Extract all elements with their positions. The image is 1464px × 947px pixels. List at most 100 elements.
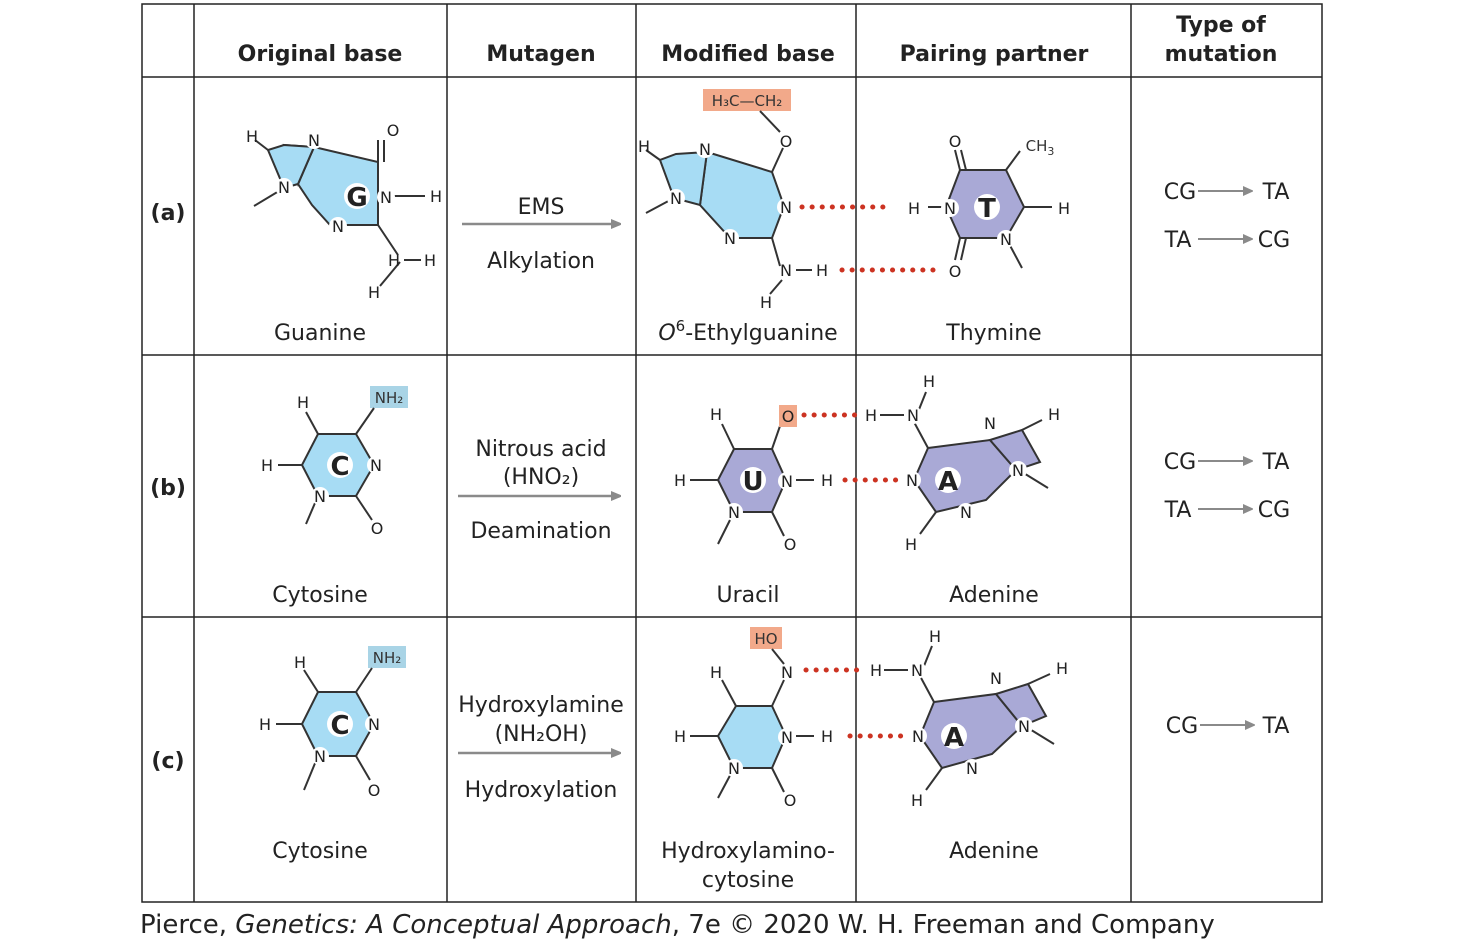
adenine-structure-c: N N N N N H H H H A	[870, 627, 1068, 810]
svg-text:N: N	[984, 414, 996, 433]
svg-text:N: N	[966, 759, 978, 778]
cytosine-letter-b: C	[330, 452, 349, 482]
mutation-b1-to: TA	[1262, 450, 1290, 475]
svg-text:H: H	[430, 187, 442, 206]
ethylguanine-structure: H₃C—CH₂ N N N N O H N H H	[638, 89, 828, 312]
cytosine-letter-c: C	[330, 711, 349, 741]
mutagen-process-c: Hydroxylation	[465, 778, 618, 803]
adenine-structure-b: N N N N N H H H H A	[865, 372, 1060, 554]
mutagen-process-a: Alkylation	[487, 249, 595, 274]
hydroxyl-group-label: HO	[754, 630, 777, 648]
svg-text:N: N	[1000, 230, 1012, 249]
original-base-c: Cytosine	[272, 839, 368, 864]
svg-text:H: H	[297, 393, 309, 412]
svg-text:N: N	[332, 217, 344, 236]
adenine-letter-b: A	[938, 467, 958, 497]
svg-text:O: O	[949, 132, 962, 151]
svg-text:O: O	[784, 535, 797, 554]
svg-text:H: H	[368, 283, 380, 302]
svg-text:N: N	[944, 199, 956, 218]
amine-group-c: NH₂	[373, 649, 402, 667]
mutation-c1-from: CG	[1166, 714, 1198, 739]
svg-text:H: H	[710, 405, 722, 424]
header-original-base: Original base	[238, 42, 403, 67]
svg-text:H: H	[905, 535, 917, 554]
svg-text:H: H	[870, 661, 882, 680]
credit-author: Pierce,	[140, 910, 236, 940]
svg-text:O: O	[780, 132, 793, 151]
svg-text:H: H	[1058, 199, 1070, 218]
header-type-line1: Type of	[1176, 13, 1266, 38]
mutagen-formula-b: (HNO₂)	[503, 465, 579, 490]
credit-rest: , 7e © 2020 W. H. Freeman and Company	[671, 910, 1215, 940]
svg-text:N: N	[780, 198, 792, 217]
svg-text:N: N	[781, 472, 793, 491]
cytosine-structure-c: NH₂ N N H H O C	[259, 646, 406, 800]
uracil-letter: U	[742, 467, 763, 497]
svg-text:N: N	[990, 669, 1002, 688]
svg-text:O: O	[949, 262, 962, 281]
svg-text:O: O	[387, 121, 400, 140]
svg-text:H: H	[674, 727, 686, 746]
svg-text:H: H	[259, 715, 271, 734]
svg-text:O: O	[371, 519, 384, 538]
modified-base-b: Uracil	[717, 583, 780, 608]
svg-text:N: N	[911, 661, 923, 680]
partner-c: Adenine	[949, 839, 1039, 864]
cytosine-structure-b: NH₂ N N H H O C	[261, 386, 408, 538]
mutation-b2-from: TA	[1164, 498, 1192, 523]
svg-text:H: H	[923, 372, 935, 391]
uracil-oxygen-label: O	[782, 407, 795, 426]
svg-text:H: H	[294, 653, 306, 672]
row-label-b: (b)	[150, 476, 186, 501]
mutation-b1-from: CG	[1164, 450, 1196, 475]
svg-text:N: N	[699, 140, 711, 159]
modified-base-a-sup: 6	[676, 317, 686, 335]
mutagen-process-b: Deamination	[470, 519, 611, 544]
thymine-letter: T	[978, 194, 996, 224]
uracil-structure: O N N H H H O U	[674, 405, 833, 554]
svg-text:N: N	[728, 759, 740, 778]
svg-text:O: O	[784, 791, 797, 810]
ethyl-group-label: H₃C—CH₂	[712, 92, 783, 110]
modified-base-c-line1: Hydroxylamino-	[661, 839, 835, 864]
mutagen-name-b: Nitrous acid	[475, 437, 606, 462]
svg-text:N: N	[670, 189, 682, 208]
mutation-type-c: CG TA	[1166, 714, 1290, 739]
amine-group-b: NH₂	[375, 389, 404, 407]
mutation-a1-from: CG	[1164, 180, 1196, 205]
row-label-c: (c)	[151, 749, 184, 774]
svg-text:H: H	[821, 471, 833, 490]
svg-text:H: H	[710, 663, 722, 682]
svg-text:H: H	[1048, 405, 1060, 424]
svg-text:N: N	[781, 728, 793, 747]
svg-text:H: H	[760, 293, 772, 312]
mutation-a1-to: TA	[1262, 180, 1290, 205]
header-type-line2: mutation	[1165, 42, 1278, 67]
mutation-b2-to: CG	[1258, 498, 1290, 523]
mutation-a2-to: CG	[1258, 228, 1290, 253]
svg-text:N: N	[314, 487, 326, 506]
svg-text:N: N	[728, 503, 740, 522]
svg-text:N: N	[724, 229, 736, 248]
mutation-a2-from: TA	[1164, 228, 1192, 253]
svg-text:N: N	[370, 456, 382, 475]
svg-text:N: N	[278, 178, 290, 197]
partner-b: Adenine	[949, 583, 1039, 608]
svg-text:N: N	[960, 503, 972, 522]
modified-base-a-italic: O	[658, 321, 675, 346]
svg-text:H: H	[908, 199, 920, 218]
header-pairing-partner: Pairing partner	[900, 42, 1089, 67]
svg-text:H: H	[911, 791, 923, 810]
svg-text:H: H	[246, 127, 258, 146]
svg-text:N: N	[906, 471, 918, 490]
svg-text:N: N	[907, 406, 919, 425]
svg-text:H: H	[388, 251, 400, 270]
original-base-b: Cytosine	[272, 583, 368, 608]
original-base-a: Guanine	[274, 321, 366, 346]
svg-text:H: H	[638, 137, 650, 156]
adenine-letter-c: A	[944, 723, 964, 753]
svg-text:H: H	[424, 251, 436, 270]
modified-base-c-line2: cytosine	[702, 868, 794, 893]
mutagen-formula-c: (NH₂OH)	[495, 722, 588, 747]
